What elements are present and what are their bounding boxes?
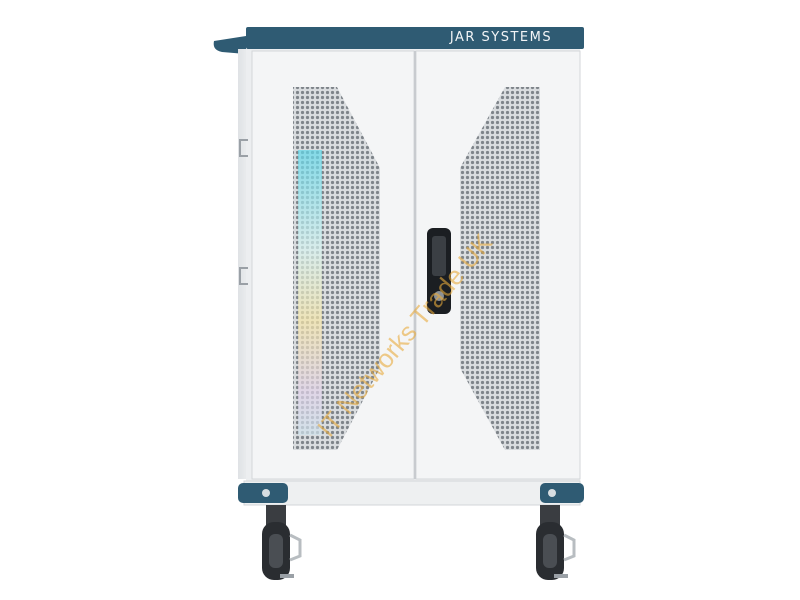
bottom-base (243, 480, 581, 506)
brand-label: JAR SYSTEMS (449, 30, 553, 45)
caster-wheel-icon (536, 505, 576, 580)
caster-wheel-icon (262, 505, 302, 580)
door-handle-icon (427, 228, 451, 314)
side-hook-icon (239, 139, 248, 285)
right-door-vent (460, 87, 540, 450)
top-handle-bar (213, 36, 246, 54)
top-cap (246, 27, 584, 49)
led-light-bar (298, 150, 322, 435)
bottom-bumper-right (540, 483, 584, 503)
